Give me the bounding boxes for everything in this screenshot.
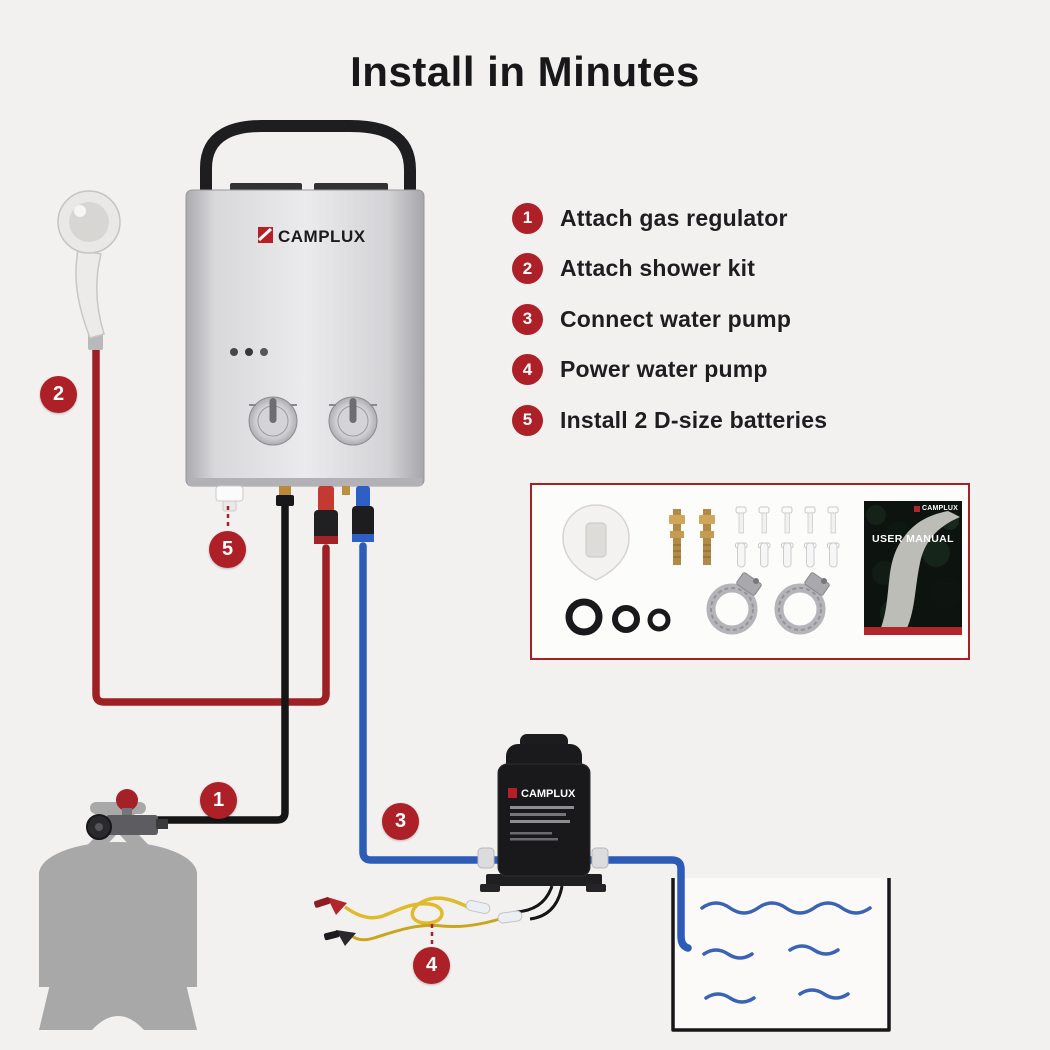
diagram-badge-2: 2 [40, 376, 77, 413]
mounting-screws [735, 506, 839, 534]
gas-control-knob [248, 396, 298, 446]
battery-clip-black [323, 930, 356, 946]
battery-cover [215, 485, 244, 512]
manual-brand-text: CAMPLUX [921, 505, 958, 512]
gas-regulator [86, 789, 168, 840]
shower-head [57, 190, 121, 350]
step-label: Attach shower kit [560, 255, 756, 282]
heater-brand-text: CAMPLUX [278, 227, 366, 246]
pump-brand-text: CAMPLUX [521, 788, 576, 800]
gas-hose [154, 494, 289, 824]
pump-label: CAMPLUX [508, 788, 576, 841]
step-item-5: 5 Install 2 D-size batteries [512, 395, 827, 446]
step-item-1: 1 Attach gas regulator [512, 193, 827, 244]
step-label: Install 2 D-size batteries [560, 406, 828, 433]
wall-anchors [735, 542, 840, 568]
manual-brand: CAMPLUX [913, 505, 958, 512]
user-manual: CAMPLUX USER MANUAL [864, 501, 962, 635]
expansion-bolts [669, 509, 715, 565]
parts-illustration [562, 504, 840, 636]
heater-fittings [215, 485, 374, 544]
diagram-badge-3: 3 [382, 803, 419, 840]
step-number-badge: 1 [512, 202, 543, 234]
water-control-knob [328, 396, 378, 446]
wire-connector [465, 900, 491, 914]
gas-inlet-fitting [276, 486, 294, 506]
step-list: 1 Attach gas regulator 2 Attach shower k… [512, 193, 827, 446]
propane-tank [39, 802, 197, 1030]
shower-bracket [562, 504, 630, 581]
indicator-dot [230, 348, 238, 356]
hose-clamps [706, 572, 830, 635]
power-wires [313, 885, 564, 946]
battery-clip-red [313, 897, 347, 915]
water-pump: CAMPLUX [477, 734, 609, 892]
step-label: Connect water pump [560, 305, 792, 332]
water-heater: CAMPLUX [185, 120, 425, 487]
manual-title: USER MANUAL [872, 533, 954, 545]
manual-cover-art [864, 501, 962, 635]
step-label: Attach gas regulator [560, 204, 788, 231]
diagram-badge-4: 4 [413, 947, 450, 984]
pump-water-hose [359, 542, 692, 952]
included-parts-box: CAMPLUX USER MANUAL [530, 483, 970, 660]
hot-water-outlet [314, 486, 338, 544]
water-container [671, 878, 891, 1032]
step-item-2: 2 Attach shower kit [512, 244, 827, 295]
heater-handle [200, 120, 416, 206]
diagram-badge-1: 1 [200, 782, 237, 819]
page-title: Install in Minutes [350, 48, 700, 95]
indicator-dot [245, 348, 253, 356]
o-rings [565, 598, 671, 636]
camplux-logo: CAMPLUX [257, 227, 366, 246]
step-number-badge: 3 [512, 303, 543, 335]
step-number-badge: 2 [512, 253, 543, 285]
shower-hose [92, 346, 330, 706]
relief-valve [342, 486, 350, 495]
camplux-logo-icon [913, 505, 920, 512]
indicator-dot [260, 348, 268, 356]
step-item-4: 4 Power water pump [512, 345, 827, 396]
wire-connector [497, 910, 523, 924]
step-number-badge: 4 [512, 354, 543, 386]
step-number-badge: 5 [512, 404, 543, 436]
water-waves [700, 901, 872, 1004]
step-label: Power water pump [560, 356, 768, 383]
diagram-badge-5: 5 [209, 531, 246, 568]
step-item-3: 3 Connect water pump [512, 294, 827, 345]
cold-water-inlet [352, 486, 374, 542]
manual-red-stripe [864, 627, 962, 635]
